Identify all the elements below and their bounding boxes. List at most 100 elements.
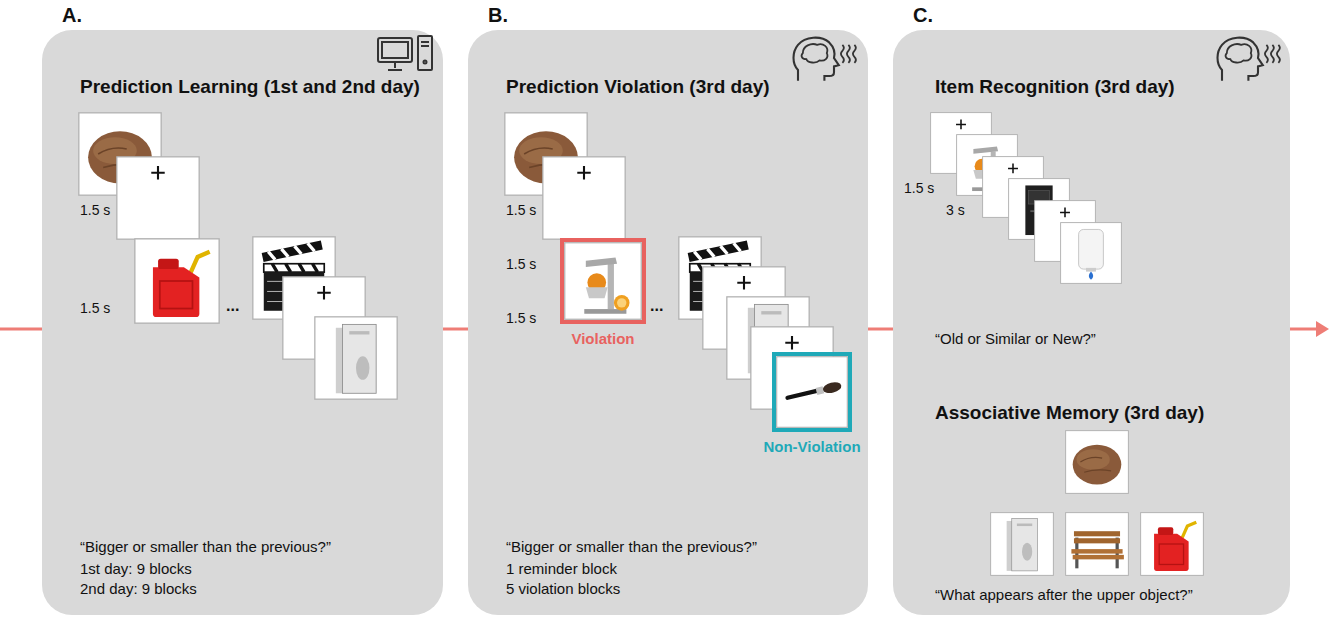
stimulus-image (679, 237, 761, 319)
text-slot: Prediction Learning (1st and 2nd day) (80, 76, 420, 99)
condition-label: Non-Violation (763, 438, 860, 456)
duration-label: 1.5 s (506, 310, 536, 327)
text-slot: Prediction Violation (3rd day) (506, 76, 770, 99)
text-slot: 1.5 s (506, 310, 536, 327)
text-slot: “Bigger or smaller than the previous?” (506, 538, 757, 556)
text-slot: A. (62, 3, 82, 27)
task-question: “Old or Similar or New?” (935, 330, 1096, 348)
flow-arrow (1290, 328, 1318, 331)
stimulus-image (253, 237, 335, 319)
flow-arrow-head (1316, 321, 1329, 337)
computer-icon (378, 38, 412, 62)
text-slot: 1.5 s (506, 256, 536, 273)
text-slot: 1.5 s (904, 180, 934, 197)
stimulus-sequence (931, 113, 1122, 284)
eeg-head-icon (794, 38, 856, 81)
stimulus-image (1061, 223, 1122, 284)
text-slot: Non-Violation (763, 438, 860, 456)
fixation-screen (751, 327, 833, 409)
choice-image (1141, 513, 1204, 576)
stimulus-image (315, 317, 397, 399)
block-count: 5 violation blocks (506, 580, 620, 598)
fixation-screen (543, 157, 625, 239)
stimulus-sequence (79, 113, 397, 399)
text-slot: 1 reminder block (506, 560, 617, 578)
cue-image (1066, 431, 1129, 494)
panel-letter: A. (62, 3, 82, 27)
eeg-head-icon (802, 44, 828, 63)
stimulus-image (565, 243, 641, 319)
task-panel: A.Prediction Learning (1st and 2nd day)“… (42, 30, 443, 615)
panel-heading: Prediction Violation (3rd day) (506, 76, 770, 99)
fixation-screen (117, 157, 199, 239)
eeg-head-icon (841, 45, 856, 63)
fixation-screen (703, 267, 785, 349)
eeg-head-icon (1218, 38, 1280, 81)
computer-icon (421, 42, 429, 46)
text-slot: “What appears after the upper object?” (935, 586, 1193, 604)
text-slot: ... (650, 296, 663, 315)
ellipsis-mark: ... (226, 296, 239, 315)
computer-icon (418, 36, 432, 70)
fixation-screen (1035, 201, 1096, 262)
eeg-head-icon (1265, 45, 1280, 63)
stimulus-image (727, 297, 809, 379)
computer-icon (382, 42, 408, 58)
non-violation-frame: Non-Violation (772, 352, 852, 432)
computer-icon (424, 61, 427, 64)
text-slot: “Old or Similar or New?” (935, 330, 1096, 348)
ellipsis-mark: ... (650, 296, 663, 315)
stimulus-image (505, 113, 587, 195)
violation-frame: Violation (560, 238, 646, 324)
text-slot: Violation (571, 330, 634, 348)
task-question: “Bigger or smaller than the previous?” (506, 538, 757, 556)
block-count: 1 reminder block (506, 560, 617, 578)
text-slot: C. (913, 3, 933, 27)
duration-label: 1.5 s (904, 180, 934, 197)
text-slot: 1.5 s (80, 300, 110, 317)
condition-label: Violation (571, 330, 634, 348)
eeg-head-icon (1218, 38, 1263, 81)
text-slot: ... (226, 296, 239, 315)
stimulus-image (777, 357, 848, 428)
panel-heading: Prediction Learning (1st and 2nd day) (80, 76, 420, 99)
stimulus-image (957, 135, 1018, 196)
text-slot: 2nd day: 9 blocks (80, 580, 197, 598)
text-slot: 3 s (946, 202, 965, 219)
text-slot: “Bigger or smaller than the previous?” (80, 538, 331, 556)
computer-icon (388, 62, 402, 70)
duration-label: 3 s (946, 202, 965, 219)
panel-heading: Item Recognition (3rd day) (935, 76, 1175, 99)
choice-image (1066, 513, 1129, 576)
stimulus-image (135, 239, 219, 323)
panel-letter: C. (913, 3, 933, 27)
text-slot: Associative Memory (3rd day) (935, 402, 1204, 425)
stimulus-image (1009, 179, 1070, 240)
eeg-head-icon (794, 38, 839, 81)
text-slot: Item Recognition (3rd day) (935, 76, 1175, 99)
stimulus-image (79, 113, 161, 195)
duration-label: 1.5 s (80, 202, 110, 219)
flow-line (0, 328, 42, 331)
fixation-screen (931, 113, 992, 174)
duration-label: 1.5 s (506, 256, 536, 273)
panel-letter: B. (488, 3, 508, 27)
flow-connector (868, 328, 893, 331)
duration-label: 1.5 s (80, 300, 110, 317)
block-count: 1st day: 9 blocks (80, 560, 192, 578)
duration-label: 1.5 s (506, 202, 536, 219)
fixation-screen (983, 157, 1044, 218)
choice-image (991, 513, 1054, 576)
task-question: “What appears after the upper object?” (935, 586, 1193, 604)
fixation-screen (283, 277, 365, 359)
task-panel: C.Item Recognition (3rd day)“Old or Simi… (893, 30, 1290, 615)
text-slot: 1.5 s (80, 202, 110, 219)
panel-heading: Associative Memory (3rd day) (935, 402, 1204, 425)
text-slot: B. (488, 3, 508, 27)
memory-test-items (991, 431, 1204, 576)
eeg-head-icon (1226, 44, 1252, 63)
task-question: “Bigger or smaller than the previous?” (80, 538, 331, 556)
block-count: 2nd day: 9 blocks (80, 580, 197, 598)
